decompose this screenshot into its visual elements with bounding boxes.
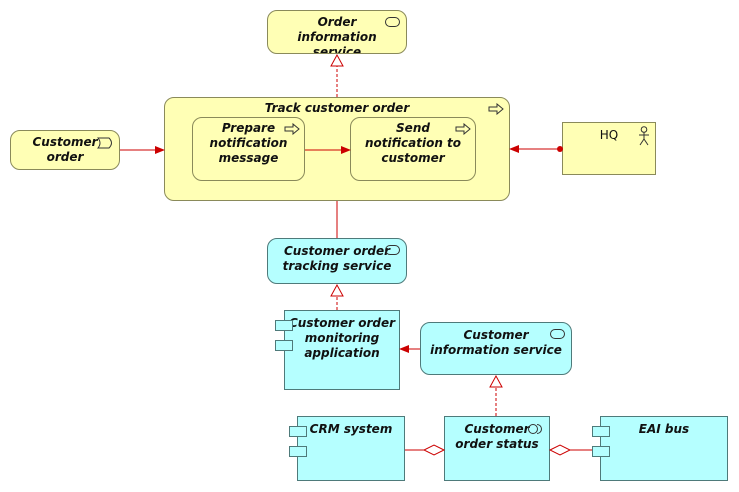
aggregation-diamond [548,444,572,456]
process-arrow-icon [284,123,300,135]
assignment-dot [557,146,563,152]
component-icon [592,446,610,457]
component-icon [592,426,610,437]
component-icon [275,340,293,351]
component-icon [275,320,293,331]
tracking-service-label: Customer order tracking service [282,244,392,273]
send-notification-label: Send notification to customer [364,121,462,165]
service-icon [385,17,400,27]
component-icon [289,426,307,437]
actor-icon [639,126,649,146]
crm-system-label: CRM system [309,422,393,436]
customer-information-service[interactable]: Customer information service [420,322,572,375]
customer-order-label: Customer order [32,135,98,164]
order-information-service[interactable]: Order information service [267,10,407,54]
component-icon [289,446,307,457]
eai-bus-component[interactable]: EAI bus [600,416,728,481]
monitoring-app-label: Customer order monitoring application [288,316,396,360]
hq-label: HQ [599,128,619,142]
realization-arrowhead [489,374,503,388]
prepare-notification-message-process[interactable]: Prepare notification message [192,117,305,181]
process-arrow-icon [455,123,471,135]
customer-info-service-label: Customer information service [430,328,562,357]
service-icon [550,329,565,339]
event-icon [97,137,112,149]
realization-arrowhead [330,53,344,67]
prepare-notification-label: Prepare notification message [209,121,288,165]
aggregation-diamond [422,444,446,456]
eai-bus-label: EAI bus [638,422,690,436]
service-icon [385,245,400,255]
interface-icon [528,424,542,434]
hq-actor[interactable]: HQ [562,122,656,175]
crm-system-component[interactable]: CRM system [297,416,405,481]
send-notification-to-customer-process[interactable]: Send notification to customer [350,117,476,181]
realization-arrowhead [330,283,344,297]
customer-order-event[interactable]: Customer order [10,130,120,170]
track-customer-order-label: Track customer order [264,101,410,115]
customer-order-tracking-service[interactable]: Customer order tracking service [267,238,407,284]
customer-order-monitoring-application[interactable]: Customer order monitoring application [284,310,400,390]
order-information-service-label: Order information service [297,15,377,54]
order-status-label: Customer order status [455,422,539,451]
process-arrow-icon [488,103,504,115]
customer-order-status-interface[interactable]: Customer order status [444,416,550,481]
